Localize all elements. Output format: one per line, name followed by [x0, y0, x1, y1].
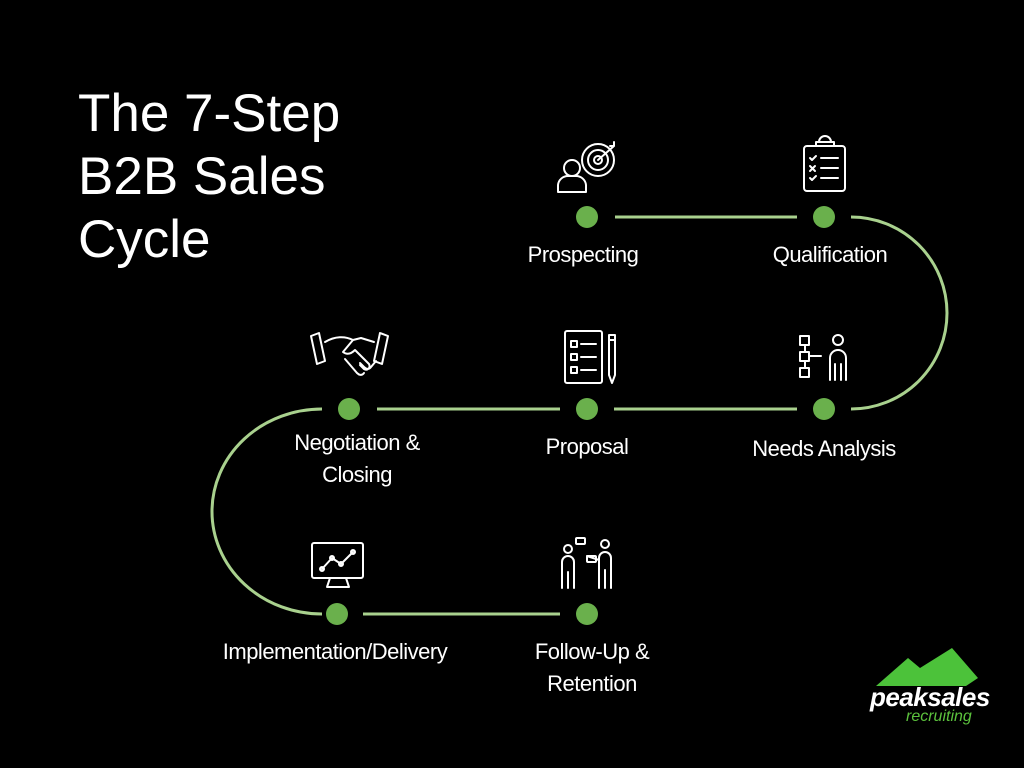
- clipboard-checklist-icon: [803, 135, 846, 192]
- label-line: Negotiation &: [294, 430, 420, 455]
- step-dot: [576, 398, 598, 420]
- page-title: The 7-Step B2B Sales Cycle: [78, 82, 340, 271]
- connector-arc: [850, 215, 949, 411]
- logo-sub: recruiting: [906, 708, 972, 725]
- title-line: B2B Sales: [78, 147, 326, 206]
- label-line: Implementation/Delivery: [222, 639, 448, 664]
- label-line: Prospecting: [527, 242, 639, 267]
- step-label-negotiation: Negotiation & Closing: [294, 427, 420, 491]
- step-dot: [813, 398, 835, 420]
- title-line: The 7-Step: [78, 84, 341, 143]
- flowchart-person-icon: [799, 334, 847, 381]
- label-line: Follow-Up &: [534, 639, 650, 664]
- connector-arc: [210, 407, 323, 616]
- mountain-icon: [876, 648, 978, 686]
- person-target-icon: [557, 141, 615, 193]
- step-label-needs-analysis: Needs Analysis: [752, 433, 896, 465]
- step-dot: [813, 206, 835, 228]
- label-line: Retention: [547, 671, 637, 696]
- logo-brand: peaksales: [870, 682, 990, 712]
- step-label-prospecting: Prospecting: [528, 239, 639, 271]
- step-label-implementation: Implementation/Delivery: [222, 636, 448, 668]
- peaksales-logo: peaksales recruiting: [862, 648, 992, 728]
- step-dot: [576, 206, 598, 228]
- document-pencil-icon: [564, 330, 616, 384]
- people-conversation-icon: [561, 537, 612, 589]
- label-line: Qualification: [772, 242, 888, 267]
- label-line: Proposal: [545, 434, 629, 459]
- step-label-proposal: Proposal: [546, 431, 629, 463]
- step-dot: [338, 398, 360, 420]
- handshake-icon: [310, 332, 389, 376]
- title-line: Cycle: [78, 210, 211, 269]
- monitor-chart-icon: [311, 542, 364, 588]
- step-dot: [326, 603, 348, 625]
- step-label-qualification: Qualification: [773, 239, 888, 271]
- step-dot: [576, 603, 598, 625]
- step-label-follow-up: Follow-Up & Retention: [534, 636, 650, 700]
- label-line: Closing: [322, 462, 392, 487]
- label-line: Needs Analysis: [752, 436, 896, 461]
